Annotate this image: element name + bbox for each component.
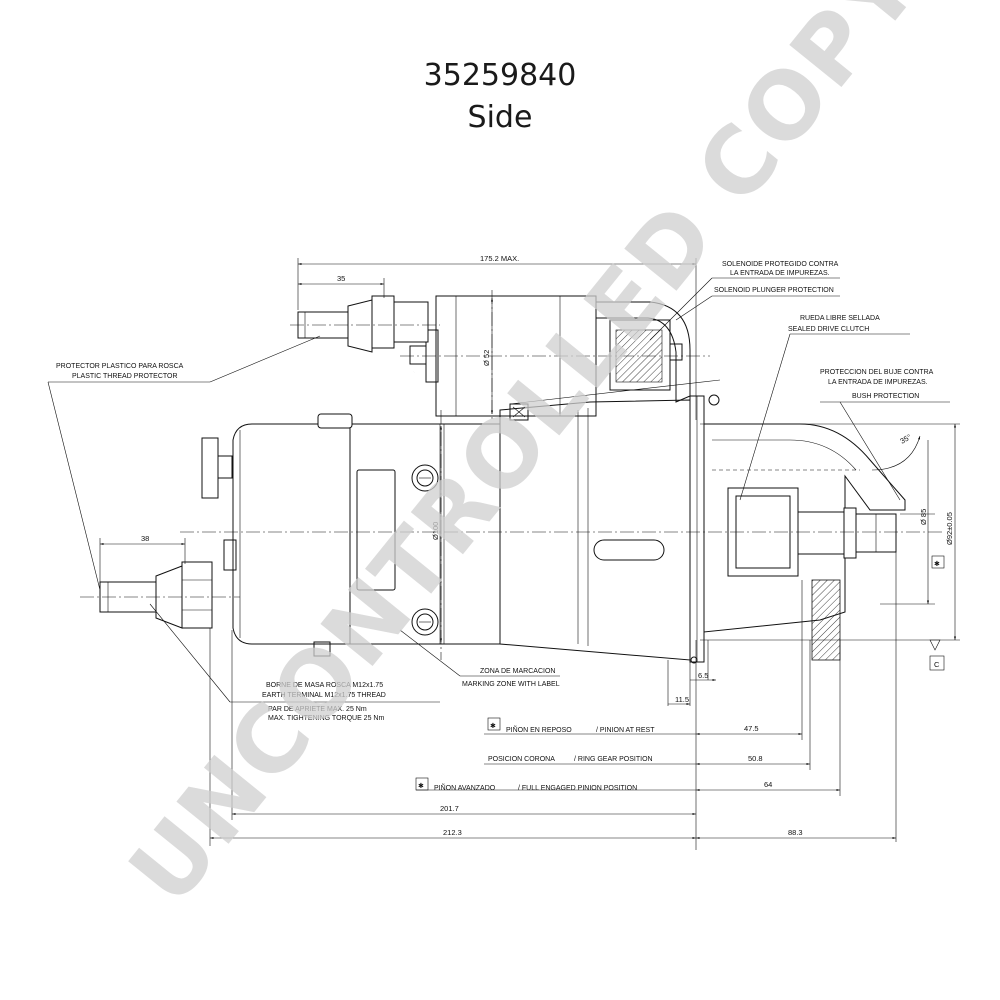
callout-earth-en: EARTH TERMINAL M12x1.75 THREAD bbox=[262, 692, 386, 699]
part-number-title: 35259840 bbox=[423, 58, 577, 93]
dim-dia-85: Ø 85 bbox=[919, 509, 928, 525]
dim-dia-52: Ø 52 bbox=[482, 350, 491, 366]
callout-earth-es: BORNE DE MASA ROSCA M12x1.75 bbox=[266, 682, 383, 689]
callout-thread-protector-en: PLASTIC THREAD PROTECTOR bbox=[72, 373, 178, 380]
callout-solenoid-es-2: LA ENTRADA DE IMPUREZAS. bbox=[730, 270, 830, 277]
view-title: Side bbox=[467, 100, 533, 135]
label-ring-gear-en: / RING GEAR POSITION bbox=[574, 756, 653, 763]
dim-88-3: 88.3 bbox=[788, 828, 803, 837]
dim-175-2: 175.2 MAX. bbox=[480, 254, 519, 263]
earth-terminal bbox=[99, 561, 213, 629]
label-pinion-rest-es: PIÑON EN REPOSO bbox=[506, 725, 572, 734]
callout-solenoid-es-1: SOLENOIDE PROTEGIDO CONTRA bbox=[722, 261, 839, 268]
dim-6-5: 6.5 bbox=[698, 671, 708, 680]
star-symbol-dia: ✱ bbox=[934, 560, 940, 568]
callout-solenoid-en: SOLENOID PLUNGER PROTECTION bbox=[714, 287, 834, 294]
callout-bush-es-2: LA ENTRADA DE IMPUREZAS. bbox=[828, 379, 928, 386]
dim-35: 35 bbox=[337, 274, 345, 283]
label-pinion-engaged-en: / FULL ENGAGED PINION POSITION bbox=[518, 785, 637, 792]
upper-terminal bbox=[297, 295, 429, 353]
dim-dia-92: Ø92±0.05 bbox=[945, 512, 954, 545]
label-pinion-rest-en: / PINION AT REST bbox=[596, 727, 655, 734]
dimension-lines bbox=[99, 258, 960, 850]
star-symbol-rest: ✱ bbox=[490, 722, 496, 730]
dim-50-8: 50.8 bbox=[748, 754, 763, 763]
dim-201-7: 201.7 bbox=[440, 804, 459, 813]
label-pinion-engaged-es: PIÑON AVANZADO bbox=[434, 783, 496, 792]
dim-11-5: 11.5 bbox=[675, 695, 689, 704]
dim-212-3: 212.3 bbox=[443, 828, 462, 837]
dim-angle-35: 35° bbox=[899, 432, 913, 445]
callout-bush-es-1: PROTECCION DEL BUJE CONTRA bbox=[820, 369, 934, 376]
callout-marking-es: ZONA DE MARCACION bbox=[480, 668, 555, 675]
callout-clutch-en: SEALED DRIVE CLUTCH bbox=[788, 326, 869, 333]
dim-dia-100: Ø100 bbox=[431, 522, 440, 540]
callout-bush-en: BUSH PROTECTION bbox=[852, 393, 919, 400]
leader-lines bbox=[47, 277, 950, 703]
star-symbol-engaged: ✱ bbox=[418, 782, 424, 790]
callout-thread-protector-es: PROTECTOR PLASTICO PARA ROSCA bbox=[56, 363, 184, 370]
starter-body bbox=[201, 395, 906, 664]
callout-clutch-es: RUEDA LIBRE SELLADA bbox=[800, 315, 880, 322]
dim-38: 38 bbox=[141, 534, 149, 543]
datum-letter: C bbox=[934, 660, 940, 669]
dim-64: 64 bbox=[764, 780, 772, 789]
dim-47-5: 47.5 bbox=[744, 724, 759, 733]
star-box bbox=[931, 555, 945, 569]
callout-torque-en: MAX. TIGHTENING TORQUE 25 Nm bbox=[268, 715, 384, 722]
marking-symbol bbox=[509, 403, 529, 421]
callout-marking-en: MARKING ZONE WITH LABEL bbox=[462, 681, 560, 688]
callout-torque-es: PAR DE APRIETE MAX. 25 Nm bbox=[268, 706, 367, 713]
label-ring-gear-es: POSICION CORONA bbox=[488, 756, 555, 763]
